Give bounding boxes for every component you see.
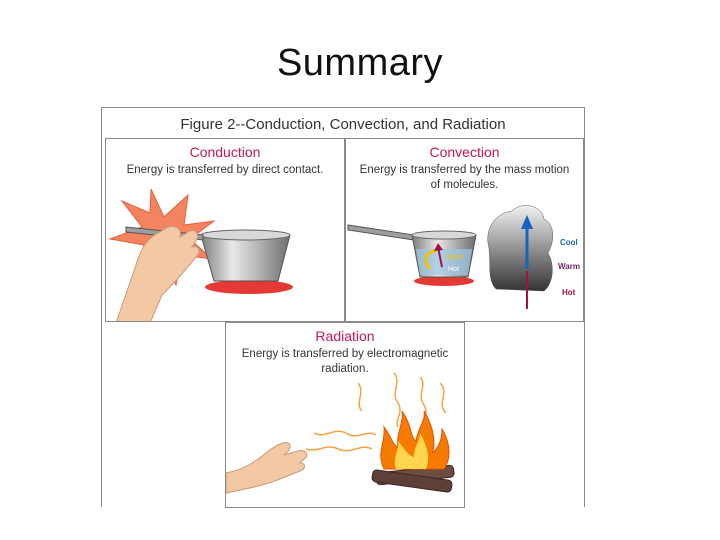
radiation-heading: Radiation [315,328,375,344]
conduction-heading: Conduction [189,144,261,160]
burner-icon [414,276,474,286]
pot-hot-label: Hot [448,266,459,273]
pot-warm-label: Warm [446,254,465,261]
scale-cool-label: Cool [560,238,578,247]
radiation-description-line-1: Energy is transferred by electromagnetic [241,348,449,360]
radiation-panel: Radiation Energy is transferred by elect… [225,322,465,508]
pot-icon [200,234,291,282]
convection-heading: Convection [429,144,500,160]
hand-icon [226,442,308,494]
convection-description-line-2: of molecules. [430,179,499,191]
radiation-description-line-2: radiation. [321,363,369,375]
scale-warm-label: Warm [558,262,580,271]
scale-hot-label: Hot [562,288,576,297]
conduction-panel: Conduction Energy is transferred by dire… [105,138,345,322]
burner-icon [205,280,293,294]
convection-loop-arrow-icon [424,249,437,271]
figure-title: Figure 2--Conduction, Convection, and Ra… [180,116,506,133]
figure-frame: Figure 2--Conduction, Convection, and Ra… [101,107,585,508]
convection-illustration: Warm Hot Cool Warm Hot [347,205,580,309]
pot-handle-icon [347,224,415,241]
convection-description-line-1: Energy is transferred by the mass motion [359,164,570,176]
convection-panel: Convection Energy is transferred by the … [345,138,584,322]
hand-icon [116,226,200,321]
rising-air-column-icon [487,205,553,292]
conduction-illustration [108,188,293,321]
slide-title: Summary [276,42,444,84]
radiation-illustration [226,372,455,494]
conduction-description: Energy is transferred by direct contact. [126,164,324,176]
